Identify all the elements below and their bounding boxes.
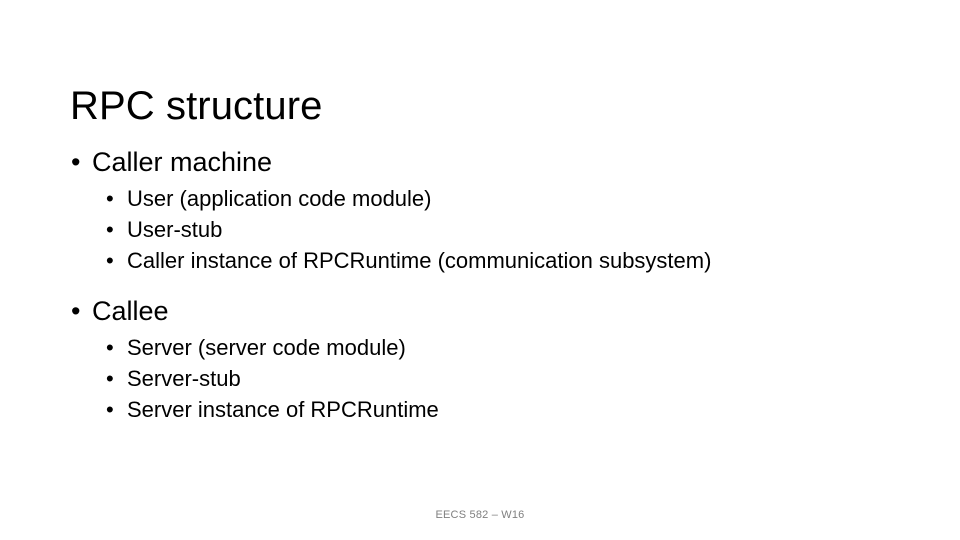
slide-title: RPC structure <box>70 83 323 128</box>
bullet-level2-caller-instance-rpcruntime: • Caller instance of RPCRuntime (communi… <box>0 245 960 276</box>
bullet-level2-label: Server-stub <box>127 366 241 391</box>
bullet-level2-server-code-module: • Server (server code module) <box>0 332 960 363</box>
bullet-level2-label: Server (server code module) <box>127 335 406 360</box>
bullet-level1-caller-machine: • Caller machine <box>0 142 960 182</box>
bullet-level1-label: Callee <box>92 296 169 326</box>
slide-footer: EECS 582 – W16 <box>435 509 525 521</box>
bullet-level2-label: User (application code module) <box>127 186 432 211</box>
bullet-level2-server-instance-rpcruntime: • Server instance of RPCRuntime <box>0 394 960 425</box>
bullet-marker-icon: • <box>106 248 114 273</box>
bullet-marker-icon: • <box>71 296 81 326</box>
outline-group-callee: • Callee • Server (server code module) •… <box>0 291 960 425</box>
bullet-level1-label: Caller machine <box>92 147 273 177</box>
bullet-level2-user-stub: • User-stub <box>0 214 960 245</box>
bullet-level2-server-stub: • Server-stub <box>0 363 960 394</box>
bullet-marker-icon: • <box>106 335 114 360</box>
bullet-level2-label: Caller instance of RPCRuntime (communica… <box>127 248 712 273</box>
bullet-level1-callee: • Callee <box>0 291 960 331</box>
outline-group-caller-machine: • Caller machine • User (application cod… <box>0 142 960 276</box>
slide-body: • Caller machine • User (application cod… <box>0 142 960 425</box>
bullet-marker-icon: • <box>106 397 114 422</box>
bullet-level2-label: User-stub <box>127 217 223 242</box>
sub-bullet-list-callee: • Server (server code module) • Server-s… <box>0 332 960 425</box>
bullet-marker-icon: • <box>106 217 114 242</box>
bullet-level2-label: Server instance of RPCRuntime <box>127 397 439 422</box>
bullet-marker-icon: • <box>106 366 114 391</box>
sub-bullet-list-caller-machine: • User (application code module) • User-… <box>0 183 960 276</box>
bullet-marker-icon: • <box>71 147 81 177</box>
bullet-level2-user-application-code-module: • User (application code module) <box>0 183 960 214</box>
bullet-marker-icon: • <box>106 186 114 211</box>
